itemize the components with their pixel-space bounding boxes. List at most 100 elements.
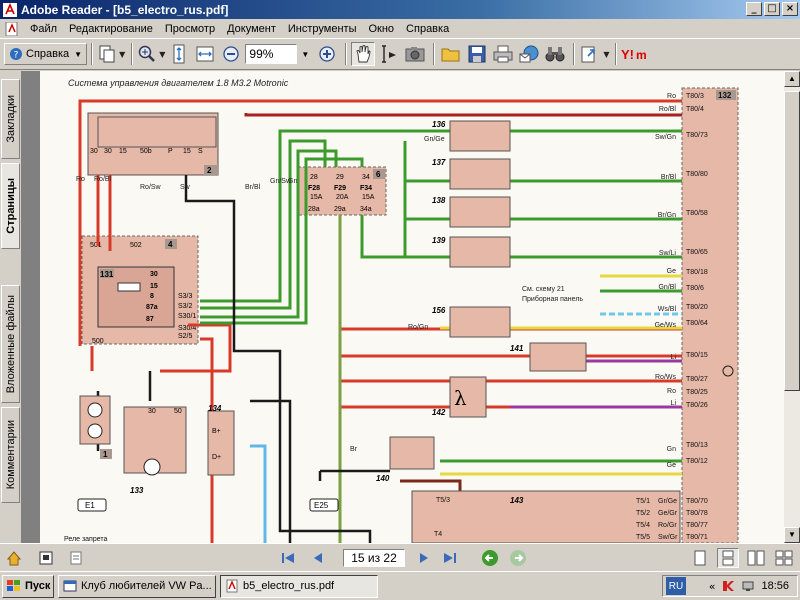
zoom-dropdown-chevron-icon[interactable]: ▼ (301, 49, 310, 59)
pdf-document-icon[interactable] (4, 21, 20, 36)
menu-view[interactable]: Просмотр (164, 22, 216, 35)
zoom-in-button[interactable] (315, 42, 339, 66)
switch-term-3: 15 (119, 148, 127, 155)
relay-pin-87: 87 (146, 316, 154, 323)
select-text-button[interactable] (377, 42, 401, 66)
svg-text:?: ? (14, 51, 19, 61)
share-button[interactable]: ▼ (579, 42, 609, 66)
zoom-in-tool-button[interactable]: ▼ (137, 42, 165, 66)
diagram-title: Система управления двигателем 1.8 M3.2 M… (68, 78, 289, 88)
wire-label-gn-ge: Gn/Ge (424, 136, 445, 143)
chevron-down-icon: ▼ (119, 49, 126, 59)
menu-edit[interactable]: Редактирование (69, 22, 153, 35)
lock-status-icon[interactable] (3, 548, 25, 568)
email-button[interactable] (517, 42, 541, 66)
next-view-button[interactable] (507, 548, 529, 568)
last-page-button[interactable] (439, 548, 461, 568)
next-page-button[interactable] (413, 548, 435, 568)
window-title: Adobe Reader - [b5_electro_rus.pdf] (21, 2, 229, 17)
single-page-layout-button[interactable] (689, 548, 711, 568)
taskbar-item-pdf[interactable]: b5_electro_rus.pdf (220, 574, 378, 598)
switch-term-4: 50b (140, 148, 152, 155)
wire-label-ro-sw: Ro/Sw (140, 184, 162, 191)
menu-file[interactable]: Файл (30, 22, 58, 35)
page-layout-list-icon[interactable] (65, 548, 87, 568)
menu-tools[interactable]: Инструменты (287, 22, 357, 35)
menu-help[interactable]: Справка (406, 22, 450, 35)
pdf-page: Система управления двигателем 1.8 M3.2 M… (40, 71, 784, 543)
component-141-label: 141 (510, 344, 524, 353)
antivirus-tray-icon[interactable] (721, 579, 735, 593)
save-button[interactable] (465, 42, 489, 66)
tab-comments[interactable]: Комментарии (1, 407, 20, 503)
pin-t80-71: T80/71 (686, 534, 708, 541)
document-viewer[interactable]: Система управления двигателем 1.8 M3.2 M… (21, 71, 784, 543)
menu-document[interactable]: Документ (227, 22, 276, 35)
close-button[interactable]: × (782, 2, 798, 16)
wire-label-right-6: Sw/Li (659, 250, 677, 257)
pin-t80-58: T80/58 (686, 210, 708, 217)
facing-pages-icon (747, 550, 765, 565)
pin-t80-27: T80/27 (686, 376, 708, 383)
print-button[interactable] (491, 42, 515, 66)
fit-width-button[interactable] (193, 42, 217, 66)
scroll-thumb[interactable] (784, 91, 800, 391)
help-button-label: Справка (26, 48, 70, 60)
tab-pages[interactable]: Страницы (1, 163, 20, 249)
page-layout-single-icon[interactable] (35, 548, 57, 568)
fuse-bottom-28a: 28a (308, 206, 320, 213)
previous-page-button[interactable] (307, 548, 329, 568)
facing-layout-button[interactable] (745, 548, 767, 568)
scroll-up-button[interactable]: ▲ (784, 71, 800, 87)
continuous-layout-button[interactable] (717, 547, 739, 568)
svg-text:m: m (636, 48, 647, 62)
wire-label-ro: Ro (76, 176, 85, 183)
maximize-button[interactable]: □ (764, 2, 780, 16)
yahoo-toolbar-button[interactable]: Y!m (621, 42, 655, 66)
zoom-level-input[interactable]: 99% (245, 44, 298, 64)
floppy-disk-icon (468, 45, 486, 63)
relay-pin-502: 502 (130, 242, 142, 249)
switch-term-6: 15 (183, 148, 191, 155)
pin-t80-6: T80/6 (686, 285, 704, 292)
relay-pin-87a: 87a (146, 304, 158, 311)
scroll-down-button[interactable]: ▼ (784, 527, 800, 543)
pdf-file-icon (226, 579, 238, 593)
open-button[interactable] (439, 42, 463, 66)
component-6-label: 6 (376, 170, 381, 179)
window-titlebar[interactable]: Adobe Reader - [b5_electro_rus.pdf] _ □ … (0, 0, 800, 19)
lambda-probe-symbol: λ (454, 386, 467, 410)
relay-pin-15: 15 (150, 283, 158, 290)
snapshot-tool-button[interactable] (403, 42, 427, 66)
continuous-facing-layout-button[interactable] (773, 548, 795, 568)
search-button[interactable] (543, 42, 567, 66)
help-button[interactable]: ? Справка ▼ (4, 43, 88, 65)
wire-label-right-1: Ro (667, 93, 676, 100)
wire-label-br: Br (350, 446, 358, 453)
previous-view-button[interactable] (479, 548, 501, 568)
continuous-facing-icon (775, 550, 793, 565)
component-138-label: 138 (432, 196, 446, 205)
tray-expand-icon[interactable]: « (708, 579, 716, 593)
fit-height-button[interactable] (167, 42, 191, 66)
svg-text:Y!: Y! (621, 47, 634, 62)
network-tray-icon[interactable] (741, 579, 755, 593)
tab-bookmarks[interactable]: Закладки (1, 79, 20, 159)
select-tool-button[interactable]: ▼ (97, 42, 125, 66)
zoom-out-button[interactable] (219, 42, 243, 66)
taskbar-item-browser[interactable]: Клуб любителей VW Pa... (58, 574, 216, 598)
tab-attachments[interactable]: Вложенные файлы (1, 285, 20, 403)
minimize-button[interactable]: _ (746, 2, 762, 16)
starter-pin-30: 30 (148, 408, 156, 415)
first-page-button[interactable] (277, 548, 299, 568)
start-button[interactable]: Пуск (2, 574, 54, 598)
language-indicator[interactable]: RU (666, 577, 686, 595)
relay-pin-30: 30 (150, 271, 158, 278)
next-page-icon (420, 552, 428, 563)
fuse-top-34: 34 (362, 174, 370, 181)
vertical-scrollbar[interactable]: ▲ ▼ (784, 71, 800, 543)
hand-tool-button[interactable] (351, 42, 376, 66)
pin-t5-1: T5/1 (636, 498, 650, 505)
page-number-input[interactable]: 15 из 22 (343, 548, 405, 567)
menu-window[interactable]: Окно (368, 22, 395, 35)
